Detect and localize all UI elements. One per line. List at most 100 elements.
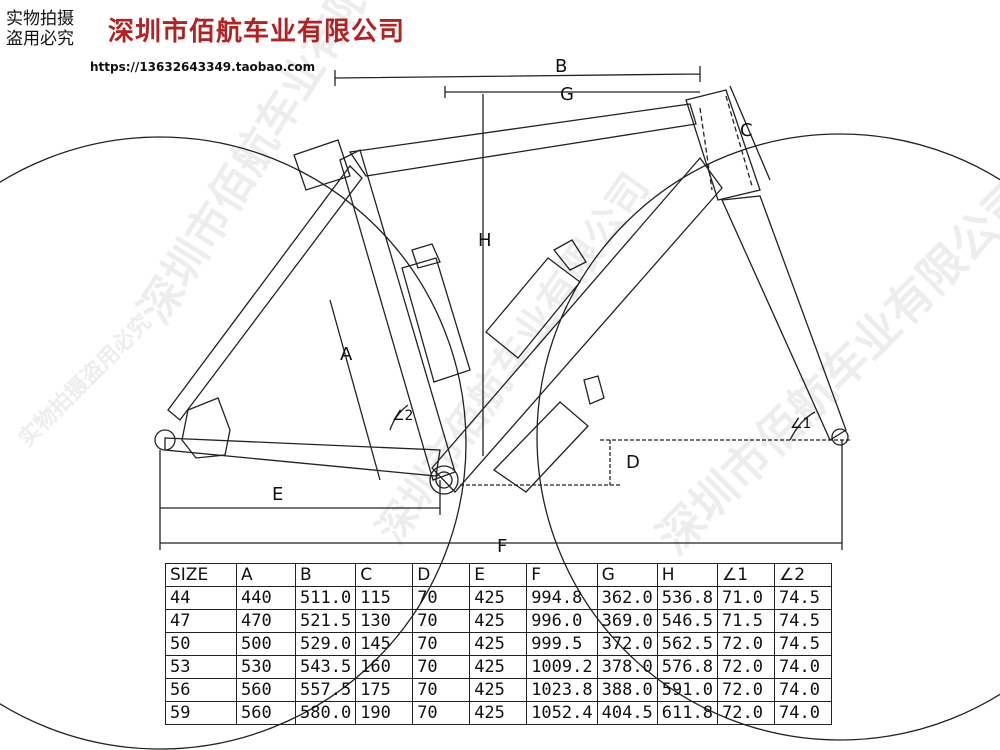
table-cell: 536.8 [656, 586, 718, 610]
table-cell: 511.0 [294, 586, 357, 610]
table-cell: 440 [236, 586, 296, 610]
table-cell: 47 [165, 609, 237, 633]
table-cell: 560 [236, 701, 296, 725]
table-cell: 425 [469, 655, 528, 679]
table-cell: 72.0 [716, 632, 775, 656]
table-cell: 425 [469, 586, 528, 610]
table-cell: 425 [469, 609, 528, 633]
table-cell: 994.8 [526, 586, 598, 610]
shop-url: https://13632643349.taobao.com [90, 60, 316, 74]
label-angle-1: ∠1 [790, 416, 811, 432]
header-h: H [656, 563, 718, 587]
table-row: 59 560 580.0 190 70 425 1052.4 404.5 611… [165, 701, 832, 725]
disc-caliper [181, 397, 231, 459]
dim-line-E [160, 480, 441, 515]
table-cell: 50 [165, 632, 237, 656]
table-cell: 160 [355, 655, 414, 679]
fork [721, 195, 847, 441]
table-cell: 1023.8 [526, 678, 598, 702]
table-cell: 74.0 [773, 678, 832, 702]
header-angle1: ∠1 [716, 563, 775, 587]
label-E: E [272, 484, 283, 505]
table-cell: 591.0 [656, 678, 718, 702]
table-cell: 44 [165, 586, 237, 610]
table-cell: 470 [236, 609, 296, 633]
header-g: G [596, 563, 658, 587]
table-cell: 72.0 [716, 701, 775, 725]
table-cell: 529.0 [294, 632, 357, 656]
header-angle2: ∠2 [773, 563, 832, 587]
table-cell: 74.5 [773, 632, 832, 656]
table-cell: 145 [355, 632, 414, 656]
table-cell: 72.0 [716, 655, 775, 679]
table-cell: 72.0 [716, 678, 775, 702]
table-cell: 425 [469, 632, 528, 656]
label-A: A [340, 344, 353, 365]
water-bottle-down-tube [485, 239, 587, 359]
dim-line-G [444, 86, 700, 98]
brand-name: 深圳市佰航车业有限公司 [108, 16, 406, 47]
table-cell: 999.5 [526, 632, 598, 656]
front-wheel [536, 133, 1000, 741]
table-cell: 611.8 [656, 701, 718, 725]
table-cell: 378.0 [596, 655, 658, 679]
table-cell: 1052.4 [526, 701, 598, 725]
label-F: F [497, 536, 507, 557]
header-f: F [526, 563, 598, 587]
table-cell: 74.5 [773, 586, 832, 610]
brand-notice-line2: 盗用必究 [6, 29, 74, 49]
water-bottle-seat-tube [401, 243, 471, 383]
header-d: D [412, 563, 471, 587]
table-cell: 71.5 [716, 609, 775, 633]
angle-arc-2 [389, 404, 409, 431]
table-cell: 175 [355, 678, 414, 702]
top-tube [348, 103, 697, 177]
geometry-table: SIZE A B C D E F G H ∠1 ∠2 44 440 511.0 … [165, 563, 832, 725]
dim-line-F [159, 440, 843, 550]
table-cell: 59 [165, 701, 237, 725]
table-cell: 130 [355, 609, 414, 633]
chain-stay [164, 437, 441, 477]
dim-line-B [334, 66, 701, 86]
table-cell: 115 [355, 586, 414, 610]
table-cell: 404.5 [596, 701, 658, 725]
table-row: 56 560 557.5 175 70 425 1023.8 388.0 591… [165, 678, 832, 702]
table-row: 53 530 543.5 160 70 425 1009.2 378.0 576… [165, 655, 832, 679]
header-e: E [469, 563, 528, 587]
table-cell: 70 [412, 655, 471, 679]
table-cell: 580.0 [294, 701, 357, 725]
table-cell: 500 [236, 632, 296, 656]
label-H: H [478, 230, 492, 251]
table-cell: 425 [469, 678, 528, 702]
table-cell: 71.0 [716, 586, 775, 610]
table-cell: 362.0 [596, 586, 658, 610]
dim-line-C [729, 85, 771, 181]
table-cell: 530 [236, 655, 296, 679]
brand-notice: 实物拍摄 盗用必究 [6, 9, 102, 49]
table-cell: 543.5 [294, 655, 357, 679]
table-cell: 74.0 [773, 655, 832, 679]
brand-header: 实物拍摄 盗用必究 深圳市佰航车业有限公司 [6, 4, 405, 54]
table-cell: 372.0 [596, 632, 658, 656]
table-cell: 70 [412, 632, 471, 656]
table-cell: 369.0 [596, 609, 658, 633]
table-cell: 53 [165, 655, 237, 679]
seatpost [293, 139, 351, 191]
table-cell: 70 [412, 701, 471, 725]
table-row: 44 440 511.0 115 70 425 994.8 362.0 536.… [165, 586, 832, 610]
rear-wheel [0, 136, 467, 750]
table-cell: 70 [412, 586, 471, 610]
table-cell: 557.5 [294, 678, 357, 702]
table-cell: 562.5 [656, 632, 718, 656]
front-axle [831, 428, 849, 446]
table-cell: 546.5 [656, 609, 718, 633]
header-c: C [355, 563, 414, 587]
rear-dropout [154, 429, 176, 451]
table-cell: 74.0 [773, 701, 832, 725]
table-cell: 425 [469, 701, 528, 725]
dim-line-D [460, 439, 850, 486]
table-cell: 996.0 [526, 609, 598, 633]
label-angle-2: ∠2 [392, 408, 413, 424]
table-row: 47 470 521.5 130 70 425 996.0 369.0 546.… [165, 609, 832, 633]
table-cell: 56 [165, 678, 237, 702]
